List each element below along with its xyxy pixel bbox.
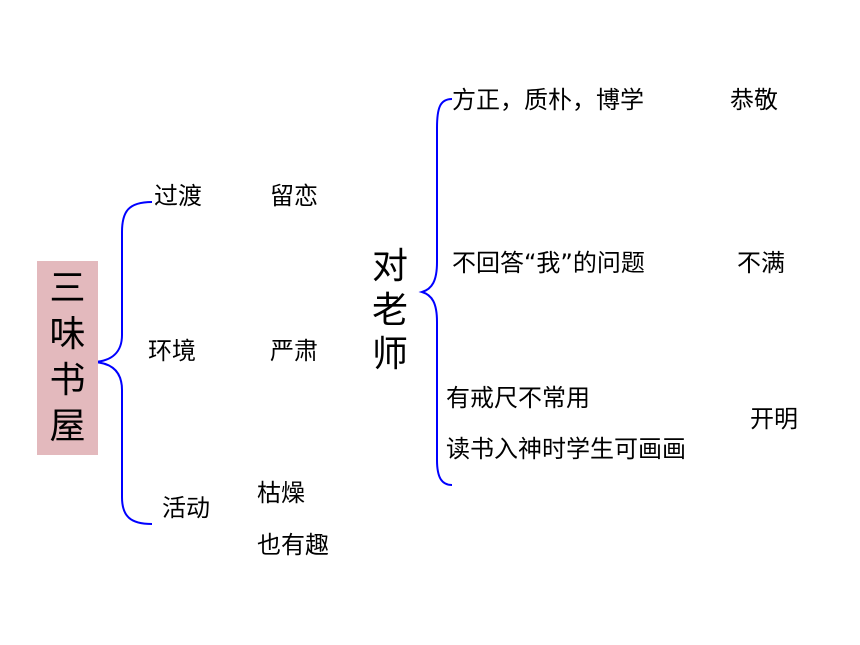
transition-value: 留恋 bbox=[270, 182, 318, 210]
transition-label: 过渡 bbox=[154, 182, 202, 210]
right-brace bbox=[418, 98, 453, 486]
activity-value-2: 也有趣 bbox=[257, 531, 329, 559]
left-brace bbox=[93, 201, 153, 525]
teacher-item-enlightened-attitude: 开明 bbox=[750, 405, 798, 433]
teacher-item-upright-attitude: 恭敬 bbox=[730, 86, 778, 114]
teacher-label: 对老师 bbox=[371, 246, 408, 375]
activity-value-1: 枯燥 bbox=[257, 479, 305, 507]
teacher-item-no-answer-attitude: 不满 bbox=[737, 249, 785, 277]
title-text: 三味书屋 bbox=[49, 268, 86, 447]
teacher-item-enlightened-desc-2: 读书入神时学生可画画 bbox=[446, 435, 686, 463]
teacher-item-enlightened-desc-1: 有戒尺不常用 bbox=[446, 384, 590, 412]
environment-value: 严肃 bbox=[270, 337, 318, 365]
activity-label: 活动 bbox=[162, 494, 210, 522]
title-box: 三味书屋 bbox=[37, 261, 98, 455]
environment-label: 环境 bbox=[148, 337, 196, 365]
teacher-item-no-answer-desc: 不回答“我”的问题 bbox=[452, 249, 645, 277]
teacher-item-upright-desc: 方正，质朴，博学 bbox=[452, 86, 644, 114]
